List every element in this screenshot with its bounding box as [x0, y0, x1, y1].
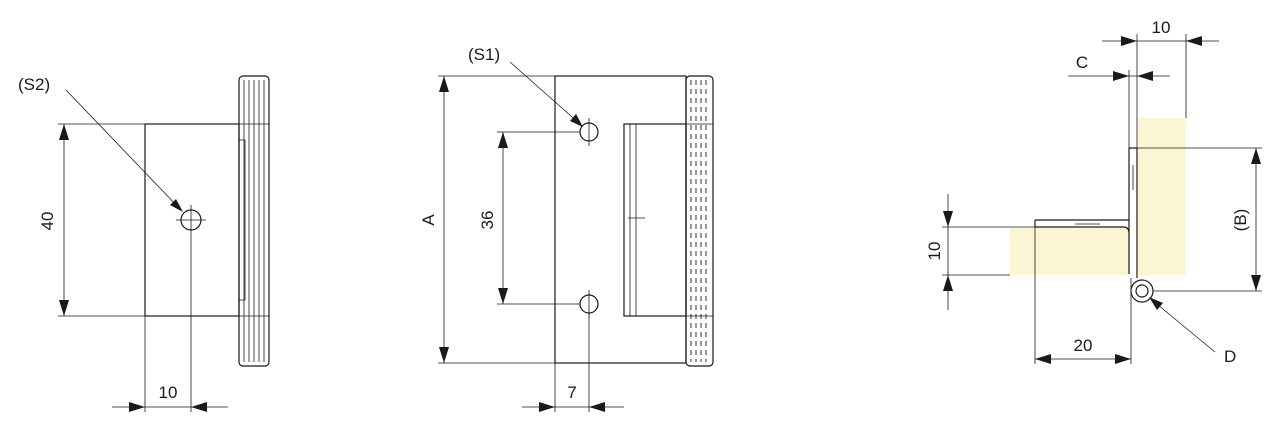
right-knuckle: [1130, 279, 1154, 303]
label-dim-10-top: 10: [1152, 18, 1171, 37]
label-d: D: [1224, 347, 1236, 366]
frame-panel: [1010, 228, 1130, 275]
label-dim-10-left: 10: [925, 242, 944, 261]
label-dim-c: C: [1076, 53, 1088, 72]
label-s2: (S2): [18, 75, 50, 94]
label-dim-b: (B): [1231, 209, 1250, 232]
left-knuckle: [238, 75, 270, 367]
label-s1: (S1): [468, 45, 500, 64]
left-leaf: [144, 123, 240, 317]
label-dim-36: 36: [478, 211, 497, 230]
label-dim-7: 7: [567, 383, 576, 402]
label-dim-20: 20: [1074, 336, 1093, 355]
door-panel: [1138, 118, 1186, 275]
label-dim-a: A: [419, 214, 438, 226]
label-dim-10-left: 10: [159, 383, 178, 402]
label-dim-40: 40: [38, 212, 57, 231]
middle-knuckle: [685, 75, 714, 367]
right-view: D 10 C (B) 10 20: [925, 18, 1262, 366]
left-view: (S2) 40 10: [18, 75, 270, 412]
middle-view: (S1) A 36 7: [419, 45, 714, 412]
